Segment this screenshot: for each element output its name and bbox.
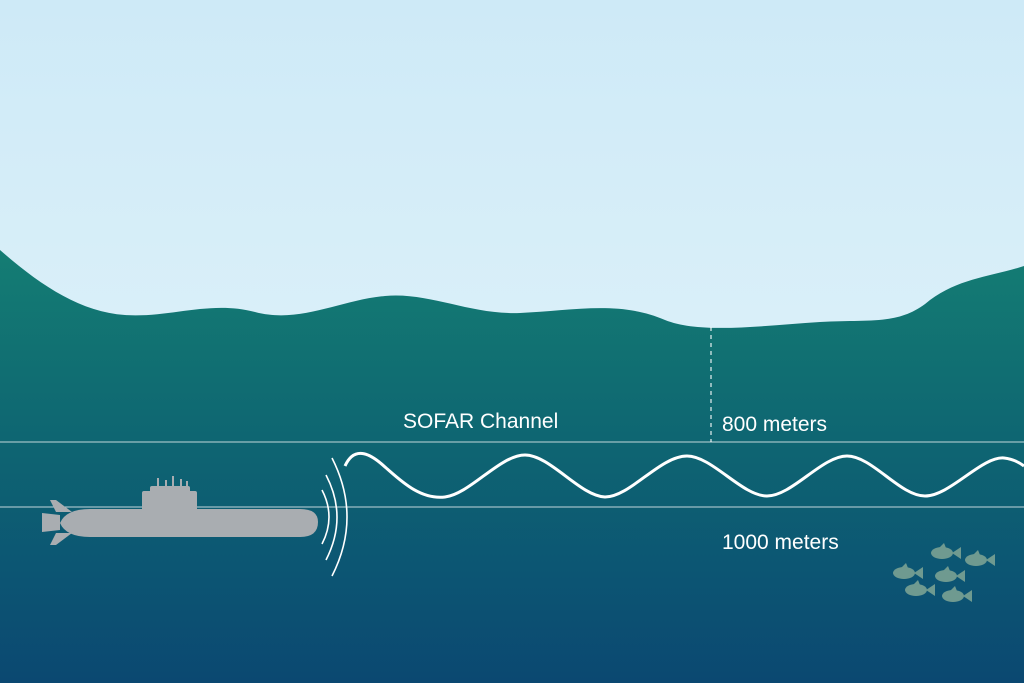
ocean [0, 250, 1024, 683]
sound-path [343, 451, 1024, 499]
depth-800-label: 800 meters [722, 413, 828, 436]
sound-wave-icon [321, 457, 348, 577]
submarine-icon [42, 476, 318, 545]
fish-school-icon [893, 543, 995, 602]
sofar-channel-label: SOFAR Channel [403, 410, 559, 433]
depth-1000-label: 1000 meters [722, 531, 839, 554]
